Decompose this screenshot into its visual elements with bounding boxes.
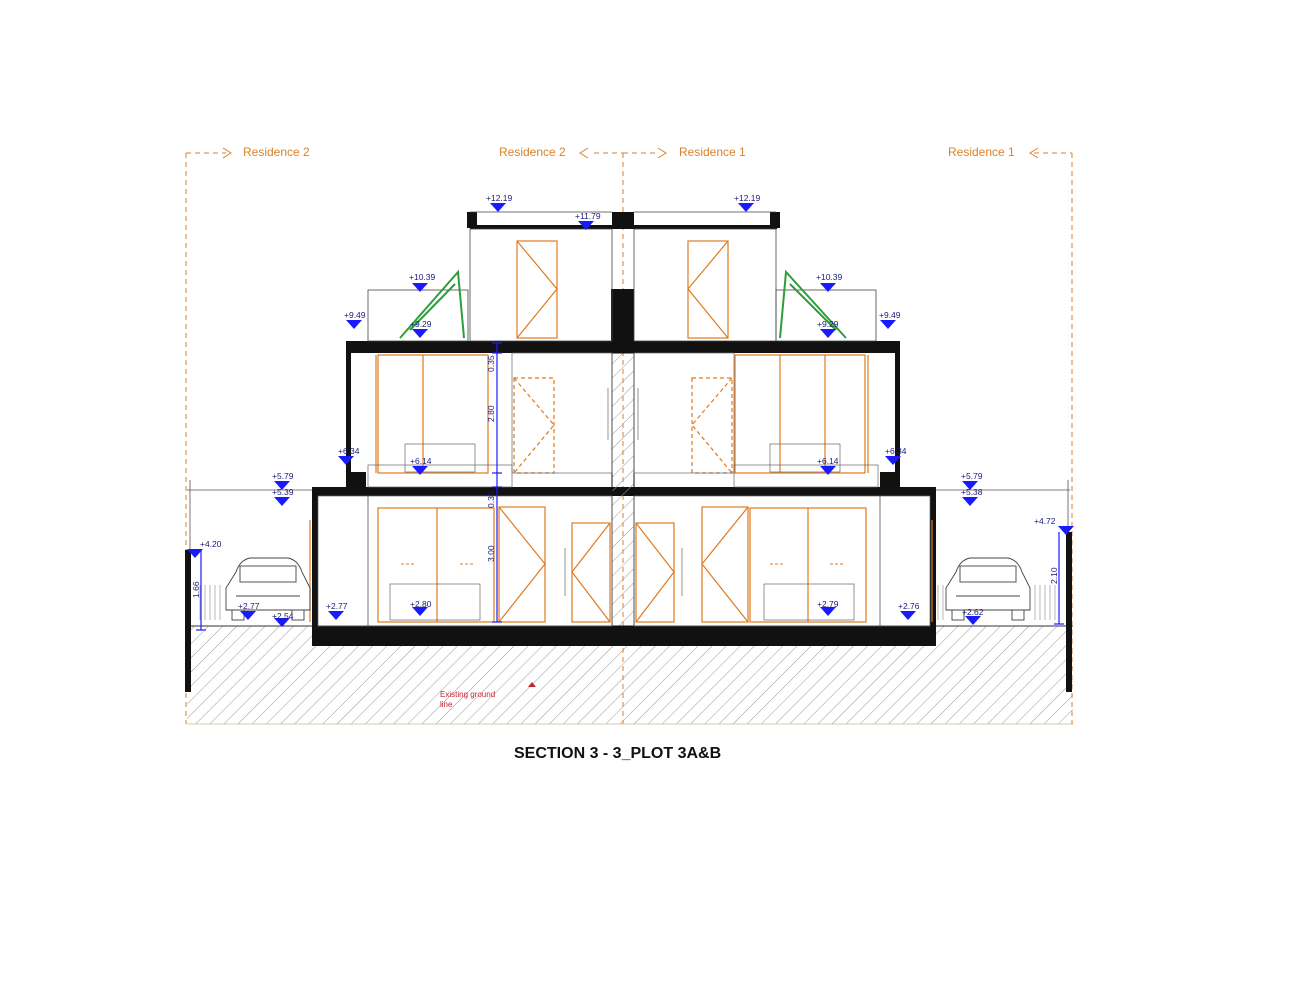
- dimension-texts: 0.35 2.80 0.35 3.00 1.66 2.10: [191, 355, 1059, 598]
- level-boundary-left: +4.20: [200, 539, 222, 549]
- level-roof-left: +12.19: [486, 193, 513, 203]
- level-drive-left: +2.77: [238, 601, 260, 611]
- existing-ground-note: Existing ground line: [440, 682, 536, 709]
- level-marker-triangles: [187, 203, 1074, 627]
- dim-first-height: 2.80: [486, 405, 496, 422]
- residence-label-right-inner: Residence 1: [679, 145, 746, 159]
- level-first-right: +6.14: [817, 456, 839, 466]
- residence-label-left-outer: Residence 2: [243, 145, 310, 159]
- car-left: [225, 557, 311, 621]
- level-wall-top-right: +5.79: [961, 471, 983, 481]
- level-markers: +12.19 +11.79 +12.19 +10.39 +9.29 +9.49 …: [200, 193, 1056, 621]
- level-wall-right: +5.38: [961, 487, 983, 497]
- level-boundary-right: +4.72: [1034, 516, 1056, 526]
- level-ground-left: +2.54: [272, 611, 294, 621]
- existing-ground-note-line1: Existing ground: [440, 690, 495, 699]
- level-first-edge-right: +6.34: [885, 446, 907, 456]
- level-parapet-right: +9.49: [879, 310, 901, 320]
- level-first-edge-left: +6.34: [338, 446, 360, 456]
- boundary-lines: [185, 152, 1073, 724]
- level-ground-floor-right: +2.79: [817, 599, 839, 609]
- level-first-left: +6.14: [410, 456, 432, 466]
- level-entry-left: +2.77: [326, 601, 348, 611]
- dim-right-boundary: 2.10: [1049, 567, 1059, 584]
- level-wall-left: +5.39: [272, 487, 294, 497]
- dim-ground-slab: 0.35: [486, 491, 496, 508]
- dim-first-slab: 0.35: [486, 355, 496, 372]
- level-roof-right: +12.19: [734, 193, 761, 203]
- dim-left-boundary: 1.66: [191, 581, 201, 598]
- level-drive-right: +2.62: [962, 607, 984, 617]
- dimension-lines: [196, 342, 1064, 631]
- level-terrace-top-left: +10.39: [409, 272, 436, 282]
- level-ground-floor-left: +2.80: [410, 599, 432, 609]
- level-terrace-left: +9.29: [410, 319, 432, 329]
- level-terrace-top-right: +10.39: [816, 272, 843, 282]
- dim-ground-height: 3.00: [486, 545, 496, 562]
- drawing-title: SECTION 3 - 3_PLOT 3A&B: [514, 745, 721, 762]
- car-right: [945, 557, 1031, 621]
- existing-ground-note-line2: line: [440, 700, 453, 709]
- openings: [309, 240, 933, 623]
- boundary-walls: [185, 480, 1072, 692]
- level-parapet-left: +9.49: [344, 310, 366, 320]
- level-entry-right: +2.76: [898, 601, 920, 611]
- interior-linework: [317, 352, 931, 627]
- residence-label-right-outer: Residence 1: [948, 145, 1015, 159]
- residence-label-left-inner: Residence 2: [499, 145, 566, 159]
- roof-glazing-frames: [399, 269, 847, 339]
- level-terrace-right: +9.29: [817, 319, 839, 329]
- level-roof-mid: +11.79: [575, 211, 601, 221]
- level-wall-top-left: +5.79: [272, 471, 294, 481]
- party-wall: [611, 352, 635, 627]
- section-arrows: [222, 147, 1039, 159]
- roof-railings: [367, 211, 877, 342]
